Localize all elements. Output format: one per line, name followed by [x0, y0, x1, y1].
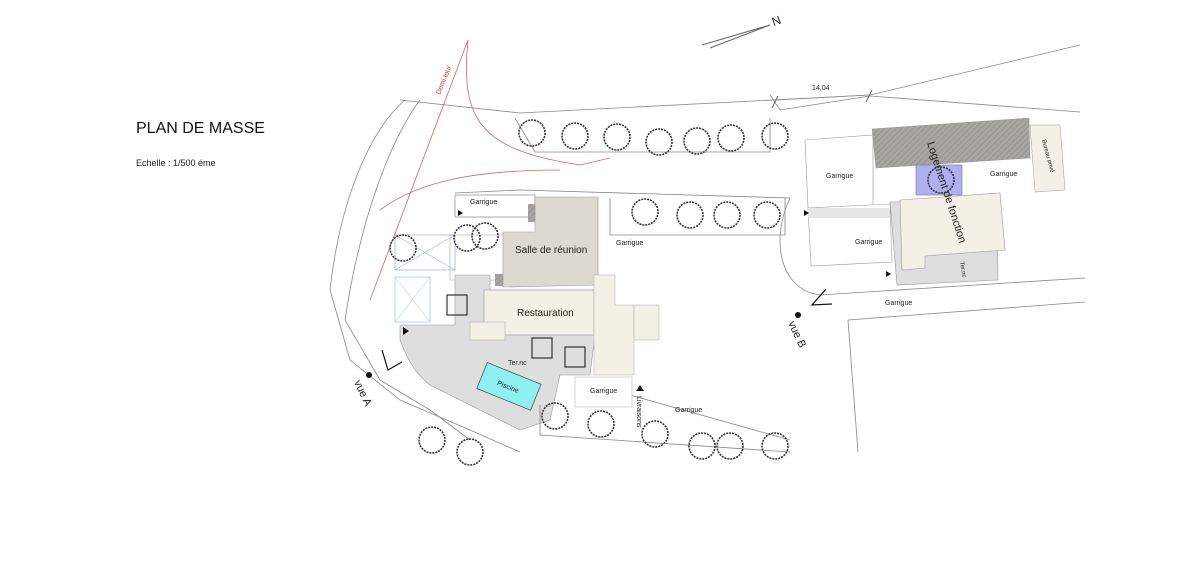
north-label: N [770, 13, 783, 29]
turnaround-label: Demi tour [435, 64, 453, 95]
tree-icon [453, 224, 481, 252]
tree-icon [603, 123, 631, 151]
dimension-label: 14,04 [812, 85, 830, 92]
tree-icon [471, 222, 499, 250]
trees [389, 119, 955, 466]
tree-icon [753, 201, 781, 229]
tree-icon [518, 119, 546, 147]
tree-icon [389, 234, 417, 262]
view-b-marker: vue B [785, 288, 833, 350]
garrigue-label: Garrigue [675, 407, 702, 414]
view-a-marker: vue A [351, 349, 403, 409]
tree-icon [645, 128, 673, 156]
tree-icon [418, 426, 446, 454]
main-complex: Garrigue Salle de réunion Restauration T… [394, 194, 702, 431]
tree-icon [713, 201, 741, 229]
tree-icon [761, 122, 789, 150]
tree-icon [717, 124, 745, 152]
tree-icon [716, 432, 744, 460]
housing-complex: Garrigue Garrigue Bureau privé Garrigue … [804, 117, 1066, 307]
garrigue-label: Garrigue [616, 240, 643, 247]
deliveries-label: Livraisons [635, 396, 642, 428]
parking-top [514, 117, 771, 153]
garrigue-label: Garrigue [885, 300, 912, 307]
terrace-label: Ter.nc [958, 261, 967, 278]
tree-icon [456, 438, 484, 466]
roads: 14,04 [329, 44, 1086, 453]
garrigue-label: Garrigue [590, 388, 617, 395]
terrace-label: Ter.nc [508, 360, 527, 367]
tree-icon [587, 410, 615, 438]
garrigue-label: Garrigue [470, 199, 497, 206]
restaurant-label: Restauration [517, 308, 574, 319]
tree-icon [631, 198, 659, 226]
tree-icon [927, 166, 955, 194]
tree-icon [676, 201, 704, 229]
scale-label: Echelle : 1/500 éme [136, 158, 216, 168]
view-b-label: vue B [785, 319, 808, 350]
tree-icon [761, 432, 789, 460]
tree-icon [641, 420, 669, 448]
tree-icon [541, 402, 569, 430]
tree-icon [688, 432, 716, 460]
parking-middle [609, 198, 786, 236]
north-arrow: N [701, 13, 783, 49]
garrigue-label: Garrigue [990, 171, 1017, 178]
parking-bottom [539, 405, 791, 453]
view-a-label: vue A [351, 378, 374, 409]
garrigue-label: Garrigue [826, 173, 853, 180]
tree-icon [683, 127, 711, 155]
garrigue-label: Garrigue [855, 239, 882, 246]
tree-icon [561, 122, 589, 150]
meeting-room-label: Salle de réunion [515, 245, 587, 256]
pool [476, 362, 542, 411]
plan-title: PLAN DE MASSE [136, 120, 265, 137]
